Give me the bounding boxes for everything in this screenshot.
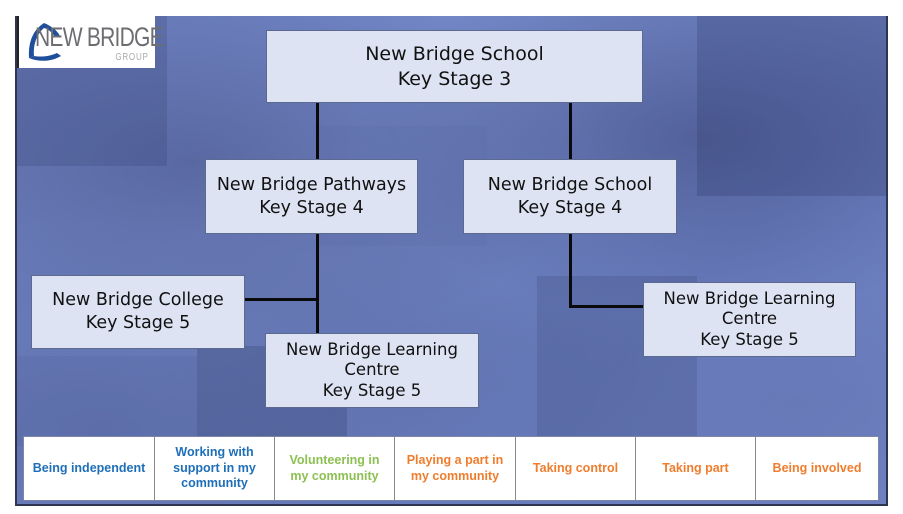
node-stage: Key Stage 5 (700, 329, 799, 349)
node-title: New Bridge College (52, 290, 224, 311)
outcome-label: Playing a part in my community (406, 452, 504, 483)
connector-pathways-to-learning-centre (316, 233, 319, 333)
outcome-label: Being independent (32, 460, 146, 475)
node-title: New Bridge School (365, 42, 544, 65)
outcome-label: Working with support in my community (173, 445, 256, 491)
connector-school-ks4-to-learning-centre (569, 305, 644, 308)
connector-root-to-school-ks4 (569, 102, 572, 159)
outcomes-table: Being independent Working with support i… (23, 436, 879, 501)
logo-wordmark: NEW BRIDGE (35, 22, 164, 52)
org-node-learning-centre-ks5-left: New Bridge Learning Centre Key Stage 5 (265, 333, 479, 408)
photo-tile (17, 356, 197, 446)
new-bridge-group-logo: NEW BRIDGE GROUP (17, 16, 164, 68)
outcome-cell: Taking control (516, 437, 636, 500)
org-node-new-bridge-school-ks4: New Bridge School Key Stage 4 (463, 159, 677, 234)
outcome-cell: Playing a part in my community (395, 437, 516, 500)
logo-subtitle: GROUP (115, 52, 149, 63)
photo-tile (697, 16, 887, 196)
connector-root-to-pathways (316, 102, 319, 159)
node-title: New Bridge School (487, 174, 653, 195)
outcome-label: Taking part (662, 460, 729, 475)
outcome-cell: Volunteering in my community (275, 437, 395, 500)
outcome-cell: Being involved (756, 437, 878, 500)
outcome-label: Taking control (532, 460, 619, 475)
node-title-cont: Centre (344, 360, 400, 380)
node-title-cont: Centre (721, 309, 778, 329)
node-stage: Key Stage 5 (85, 313, 191, 333)
connector-school-ks4-down (569, 233, 572, 308)
node-stage: Key Stage 4 (517, 197, 623, 218)
org-node-learning-centre-ks5-right: New Bridge Learning Centre Key Stage 5 (643, 282, 856, 357)
outcome-label: Volunteering in my community (289, 452, 380, 483)
org-node-new-bridge-college-ks5: New Bridge College Key Stage 5 (31, 275, 245, 349)
connector-pathways-to-college (244, 298, 318, 301)
org-node-new-bridge-pathways-ks4: New Bridge Pathways Key Stage 4 (205, 159, 418, 234)
node-stage: Key Stage 3 (397, 67, 512, 90)
node-title: New Bridge Learning (663, 288, 836, 308)
node-title: New Bridge Learning (286, 339, 458, 359)
logo-triangle-icon (28, 23, 61, 61)
outcome-cell: Working with support in my community (155, 437, 275, 500)
outcome-cell: Being independent (24, 437, 155, 500)
org-node-new-bridge-school-ks3: New Bridge School Key Stage 3 (266, 30, 643, 103)
outcome-label: Being involved (772, 460, 862, 475)
node-stage: Key Stage 5 (322, 380, 422, 400)
outcome-cell: Taking part (636, 437, 756, 500)
node-title: New Bridge Pathways (216, 174, 407, 195)
node-stage: Key Stage 4 (259, 197, 364, 218)
